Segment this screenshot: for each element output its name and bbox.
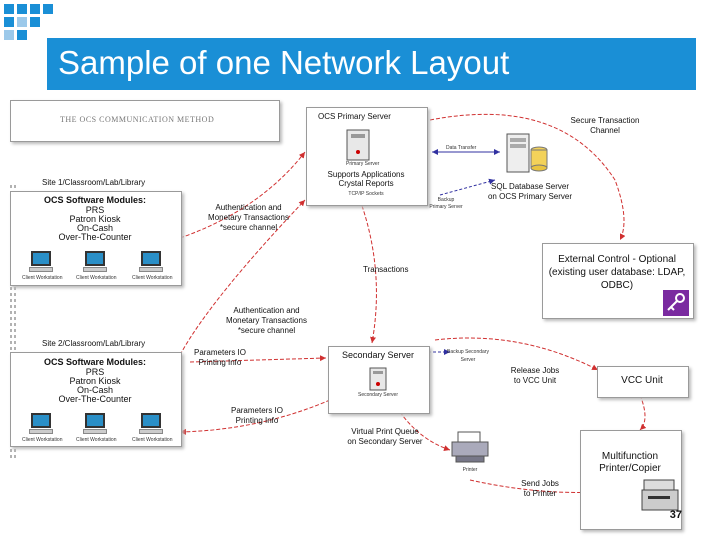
backup-secondary-line2: Server	[460, 357, 476, 363]
site1-module: Over-The-Counter	[58, 232, 132, 242]
database-server-icon	[506, 133, 548, 173]
printer-caption: Printer	[462, 467, 478, 473]
multifunction-line1: Multifunction	[601, 451, 659, 462]
params1-line1: Parameters IO	[193, 348, 246, 357]
site1-module: On-Cash	[76, 223, 113, 233]
params-arrow-1	[189, 355, 327, 363]
backup-secondary-line1: Backup Secondary	[447, 349, 489, 355]
params2-line2: Printing Info	[235, 416, 279, 425]
external-line3: ODBC)	[600, 280, 634, 291]
server-icon	[346, 129, 370, 161]
vcc-printer-arrow	[639, 394, 647, 431]
auth1-line1: Authentication and	[215, 203, 282, 212]
site1-module: PRS	[85, 205, 105, 215]
logo-box	[10, 100, 280, 142]
site2-modules-title: OCS Software Modules:	[43, 357, 146, 367]
data-transfer-label: Data Transfer	[446, 145, 477, 151]
virtual-queue-line2: on Secondary Server	[347, 437, 423, 446]
release-jobs-line1: Release Jobs	[510, 366, 560, 375]
workstation-label: Client Workstation	[76, 437, 117, 443]
auth1-line3: *secure channel	[219, 223, 278, 232]
corner-decoration	[4, 4, 53, 40]
release-jobs-line2: to VCC Unit	[513, 376, 557, 385]
site2-module: Patron Kiosk	[69, 376, 121, 386]
server-icon	[369, 367, 387, 391]
auth2-line3: *secure channel	[237, 326, 296, 335]
workstation-label: Client Workstation	[22, 437, 63, 443]
auth2-line2: Monetary Transactions	[226, 316, 307, 325]
workstation-icon	[29, 413, 53, 435]
slide-title: Sample of one Network Layout	[58, 44, 510, 81]
site1-label: Site 1/Classroom/Lab/Library	[42, 178, 146, 187]
site2-label: Site 2/Classroom/Lab/Library	[42, 339, 146, 348]
title-bar	[47, 38, 696, 90]
workstation-icon	[83, 413, 107, 435]
logo-text: THE OCS COMMUNICATION METHOD	[60, 115, 215, 124]
workstation-label: Client Workstation	[132, 437, 173, 443]
auth2-line1: Authentication and	[233, 306, 300, 315]
page-number: 37	[669, 509, 682, 521]
external-line1: External Control - Optional	[558, 254, 676, 265]
backup-line1: Backup	[437, 197, 455, 203]
workstation-label: Client Workstation	[22, 275, 63, 281]
params1-line2: Printing Info	[198, 358, 242, 367]
backup-line2: Primary Server	[429, 204, 463, 210]
params2-line1: Parameters IO	[230, 406, 283, 415]
secondary-server-title: Secondary Server	[341, 350, 415, 360]
virtual-queue-line1: Virtual Print Queue	[351, 427, 419, 436]
key-icon	[663, 290, 689, 316]
secure-channel-arrow	[429, 113, 626, 241]
workstation-icon	[83, 251, 107, 273]
workstation-icon	[29, 251, 53, 273]
site1-module: Patron Kiosk	[69, 214, 121, 224]
send-jobs-line1: Send Jobs	[521, 479, 559, 488]
site2-module: PRS	[85, 367, 105, 377]
secure-channel-line2: Channel	[590, 126, 620, 135]
workstation-label: Client Workstation	[132, 275, 173, 281]
send-jobs-line2: to Printer	[523, 489, 557, 498]
auth-arrow-1	[179, 151, 306, 239]
primary-server-line2: Crystal Reports	[338, 179, 394, 188]
auth1-line2: Monetary Transactions	[208, 213, 289, 222]
workstation-icon	[139, 251, 163, 273]
external-line2: (existing user database: LDAP,	[548, 267, 686, 278]
site2-module: On-Cash	[76, 385, 113, 395]
transactions-arrow	[359, 199, 377, 344]
primary-server-line1: Supports Applications	[327, 170, 405, 179]
secure-channel-line1: Secure Transaction	[570, 116, 640, 125]
transactions-label: Transactions	[363, 265, 409, 274]
workstation-icon	[139, 413, 163, 435]
vcc-unit-box	[597, 366, 689, 398]
multifunction-line2: Printer/Copier	[599, 463, 661, 474]
printer-icon	[451, 431, 489, 463]
primary-server-caption: Primary Server	[346, 161, 380, 167]
copier-icon	[641, 479, 679, 511]
auth-arrow-2	[179, 199, 306, 356]
sql-line1: SQL Database Server	[491, 182, 569, 191]
queue-arrow	[399, 411, 451, 451]
workstation-label: Client Workstation	[76, 275, 117, 281]
site1-modules-title: OCS Software Modules:	[43, 195, 146, 205]
backup-arrow	[439, 178, 496, 196]
secondary-server-caption: Secondary Server	[357, 392, 399, 398]
primary-server-title: OCS Primary Server	[318, 112, 391, 121]
release-jobs-arrow	[434, 337, 599, 371]
primary-server-line3: TCP/IP Sockets	[348, 191, 384, 197]
vcc-unit-label: VCC Unit	[621, 375, 663, 386]
sql-line2: on OCS Primary Server	[487, 192, 573, 201]
site2-module: Over-The-Counter	[58, 394, 132, 404]
